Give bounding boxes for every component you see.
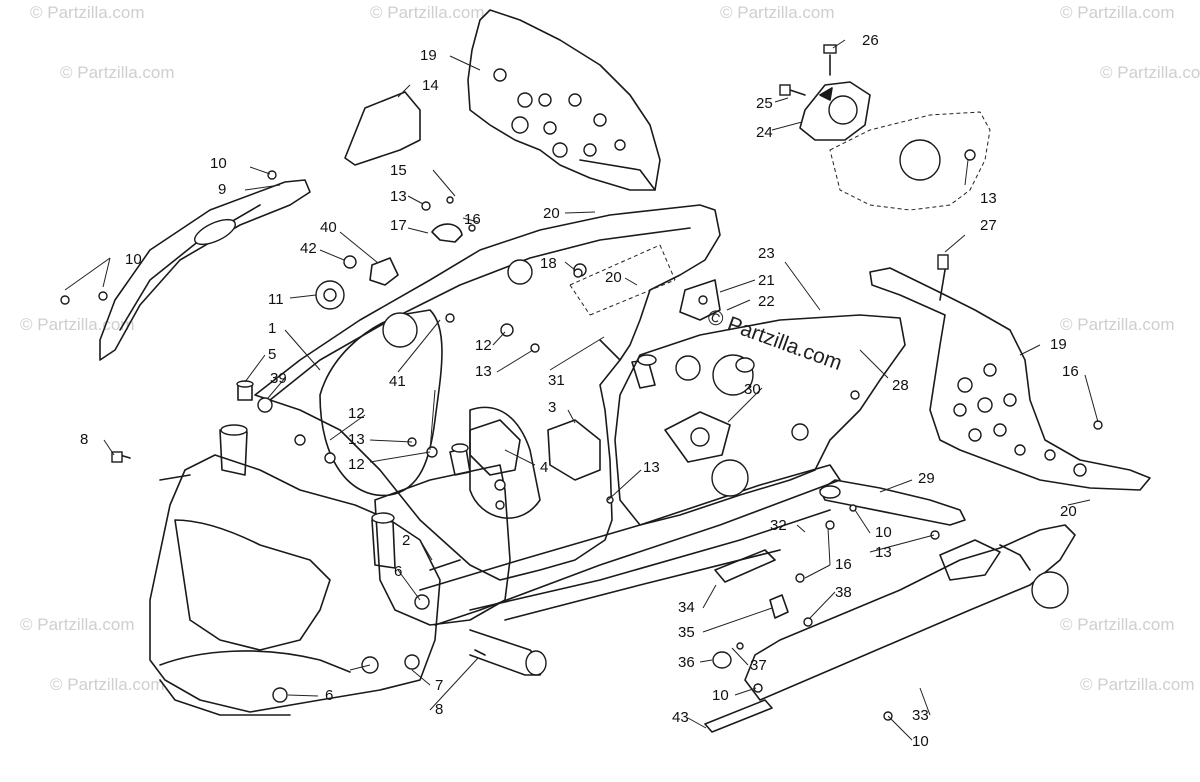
callout-label: 23 <box>758 245 775 262</box>
watermark: © Partzilla.com <box>20 315 135 334</box>
callout-label: 2 <box>402 532 410 549</box>
callout-label: 31 <box>548 372 565 389</box>
watermark: © Partzilla.com <box>1060 315 1175 334</box>
callout-label: 6 <box>394 563 402 580</box>
cover-plate-top <box>467 9 661 191</box>
callout-label: 7 <box>435 677 443 694</box>
callout-label: 6 <box>325 687 333 704</box>
callout-label: 12 <box>475 337 492 354</box>
callout-label: 39 <box>270 370 287 387</box>
callout-label: 36 <box>678 654 695 671</box>
callout-label: 13 <box>875 544 892 561</box>
watermark: © Partzilla.com <box>30 3 145 22</box>
callout-label: 3 <box>548 399 556 416</box>
callout-label: 17 <box>390 217 407 234</box>
callout-label: 14 <box>422 77 439 94</box>
callouts: 26 19 14 25 24 10 9 15 13 16 17 20 40 42… <box>80 32 1079 750</box>
watermark: © Partzilla.com <box>1060 3 1175 22</box>
callout-label: 12 <box>348 405 365 422</box>
callout-label: 24 <box>756 124 773 141</box>
callout-label: 34 <box>678 599 695 616</box>
callout-label: 43 <box>672 709 689 726</box>
watermarks: © Partzilla.com © Partzilla.com © Partzi… <box>20 3 1200 694</box>
callout-label: 18 <box>540 255 557 272</box>
callout-label: 8 <box>435 701 443 718</box>
callout-label: 20 <box>1060 503 1077 520</box>
cover-plate-right <box>869 267 1151 491</box>
callout-label: 4 <box>540 459 548 476</box>
bearing-assembly <box>779 44 991 211</box>
callout-label: 21 <box>758 272 775 289</box>
callout-label: 10 <box>712 687 729 704</box>
right-side-plate <box>614 314 906 526</box>
callout-label: 13 <box>980 190 997 207</box>
callout-label: 16 <box>835 556 852 573</box>
callout-label: 35 <box>678 624 695 641</box>
callout-label: 26 <box>862 32 879 49</box>
callout-label: 27 <box>980 217 997 234</box>
callout-label: 32 <box>770 517 787 534</box>
callout-label: 20 <box>605 269 622 286</box>
watermark: © Partzilla.com <box>1060 615 1175 634</box>
callout-label: 19 <box>1050 336 1067 353</box>
watermark: © Partzilla.com <box>60 63 175 82</box>
main-frame <box>149 204 841 716</box>
plate-34 <box>714 549 776 583</box>
callout-label: 10 <box>210 155 227 172</box>
callout-label: 8 <box>80 431 88 448</box>
watermark: © Partzilla.com <box>370 3 485 22</box>
callout-label: 13 <box>348 431 365 448</box>
callout-label: 13 <box>475 363 492 380</box>
front-rail-9 <box>99 179 311 361</box>
callout-label: 22 <box>758 293 775 310</box>
callout-label: 42 <box>300 240 317 257</box>
callout-label: 10 <box>912 733 929 750</box>
callout-label: 37 <box>750 657 767 674</box>
callout-label: 25 <box>756 95 773 112</box>
callout-label: 19 <box>420 47 437 64</box>
cover-14 <box>344 91 421 166</box>
callout-label: 20 <box>543 205 560 222</box>
callout-label: 9 <box>218 181 226 198</box>
callout-label: 41 <box>389 373 406 390</box>
callout-label: 1 <box>268 320 276 337</box>
watermark: © Partzilla.com <box>1080 675 1195 694</box>
callout-label: 13 <box>390 188 407 205</box>
callout-label: 29 <box>918 470 935 487</box>
callout-label: 16 <box>1062 363 1079 380</box>
arm-29 <box>819 479 966 526</box>
watermark: © Partzilla.com <box>20 615 135 634</box>
callout-label: 30 <box>744 381 761 398</box>
callout-label: 12 <box>348 456 365 473</box>
callout-label: 40 <box>320 219 337 236</box>
callout-label: 16 <box>464 211 481 228</box>
callout-label: 10 <box>875 524 892 541</box>
callout-label: 15 <box>390 162 407 179</box>
callout-label: 28 <box>892 377 909 394</box>
callout-label: 5 <box>268 346 276 363</box>
side-rail-33 <box>744 524 1076 701</box>
watermark: © Partzilla.com <box>50 675 165 694</box>
callout-label: 10 <box>125 251 142 268</box>
small-parts <box>60 170 1103 733</box>
callout-label: 13 <box>643 459 660 476</box>
callout-label: 33 <box>912 707 929 724</box>
watermark: © Partzilla.com <box>720 3 835 22</box>
leader-lines <box>64 39 1099 741</box>
callout-label: 11 <box>268 291 284 308</box>
callout-label: 38 <box>835 584 852 601</box>
watermark: © Partzilla.com <box>1100 63 1200 82</box>
